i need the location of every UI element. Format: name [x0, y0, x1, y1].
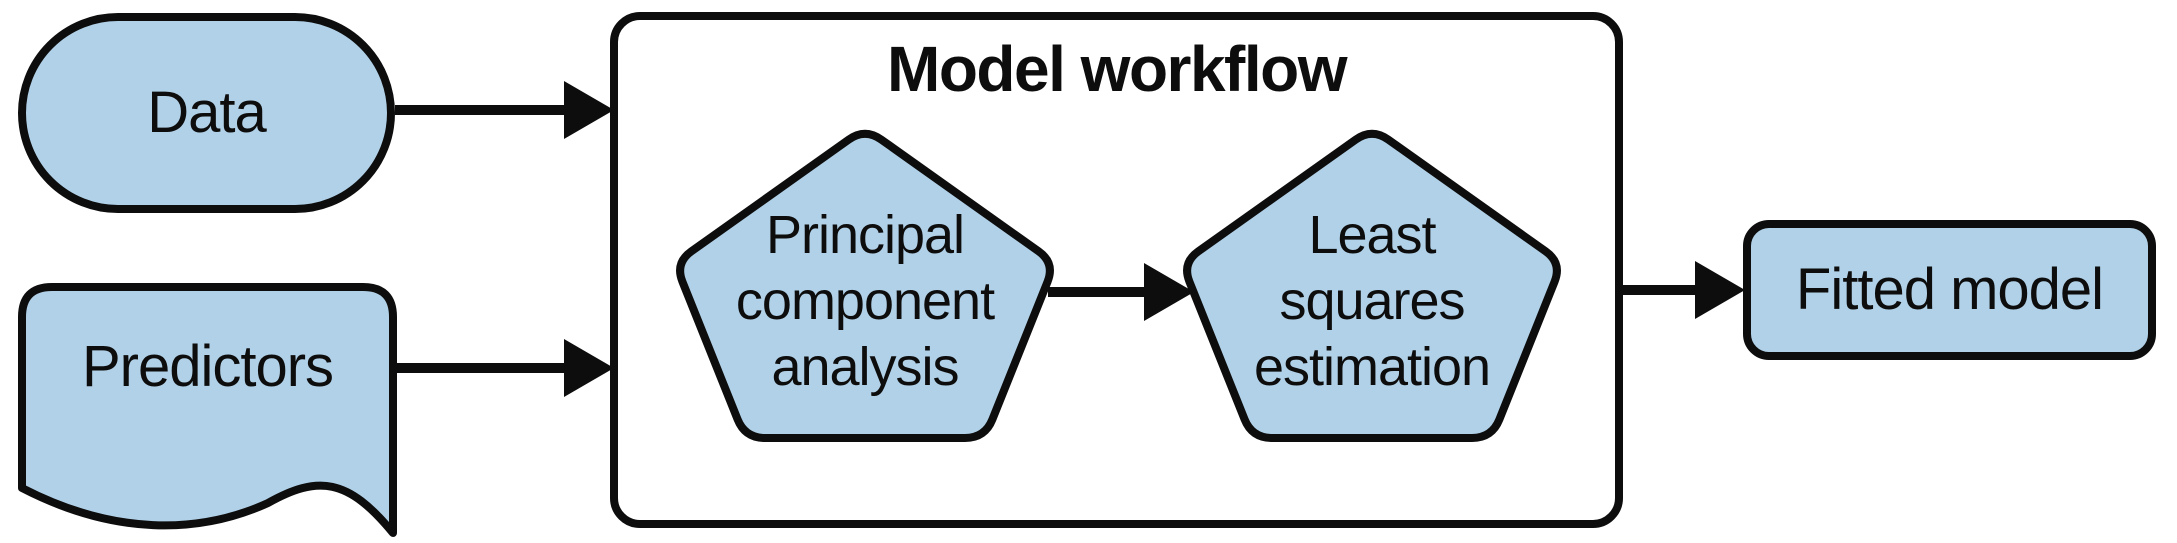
arrow-pca-to-lse — [1048, 263, 1194, 321]
arrowhead-icon — [564, 339, 614, 397]
pca-node-label: Principal component analysis — [735, 205, 995, 397]
lse-node: Least squares estimation — [1177, 123, 1567, 443]
arrowhead-icon — [1695, 261, 1745, 319]
arrowhead-icon — [564, 81, 614, 139]
arrow-shaft — [1621, 285, 1695, 295]
document-shape-icon — [18, 283, 397, 537]
lse-node-label: Least squares estimation — [1253, 205, 1491, 397]
pentagon-shape-icon — [676, 129, 1054, 442]
data-node-label: Data — [147, 80, 267, 146]
arrow-shaft — [395, 105, 564, 115]
pca-node: Principal component analysis — [670, 123, 1060, 443]
fitted-model-node: Fitted model — [1743, 220, 2156, 360]
arrow-shaft — [1048, 287, 1144, 297]
fitted-model-node-label: Fitted model — [1795, 257, 2104, 323]
model-workflow-title: Model workflow — [887, 33, 1348, 105]
arrow-shaft — [397, 363, 564, 373]
predictors-node: Predictors — [18, 283, 397, 543]
data-node: Data — [18, 13, 395, 213]
arrow-data-to-workflow — [395, 81, 614, 139]
arrow-workflow-to-fitted — [1621, 261, 1745, 319]
predictors-node-label: Predictors — [81, 334, 334, 400]
arrow-predictors-to-workflow — [397, 339, 614, 397]
pentagon-shape-icon — [1183, 129, 1561, 442]
